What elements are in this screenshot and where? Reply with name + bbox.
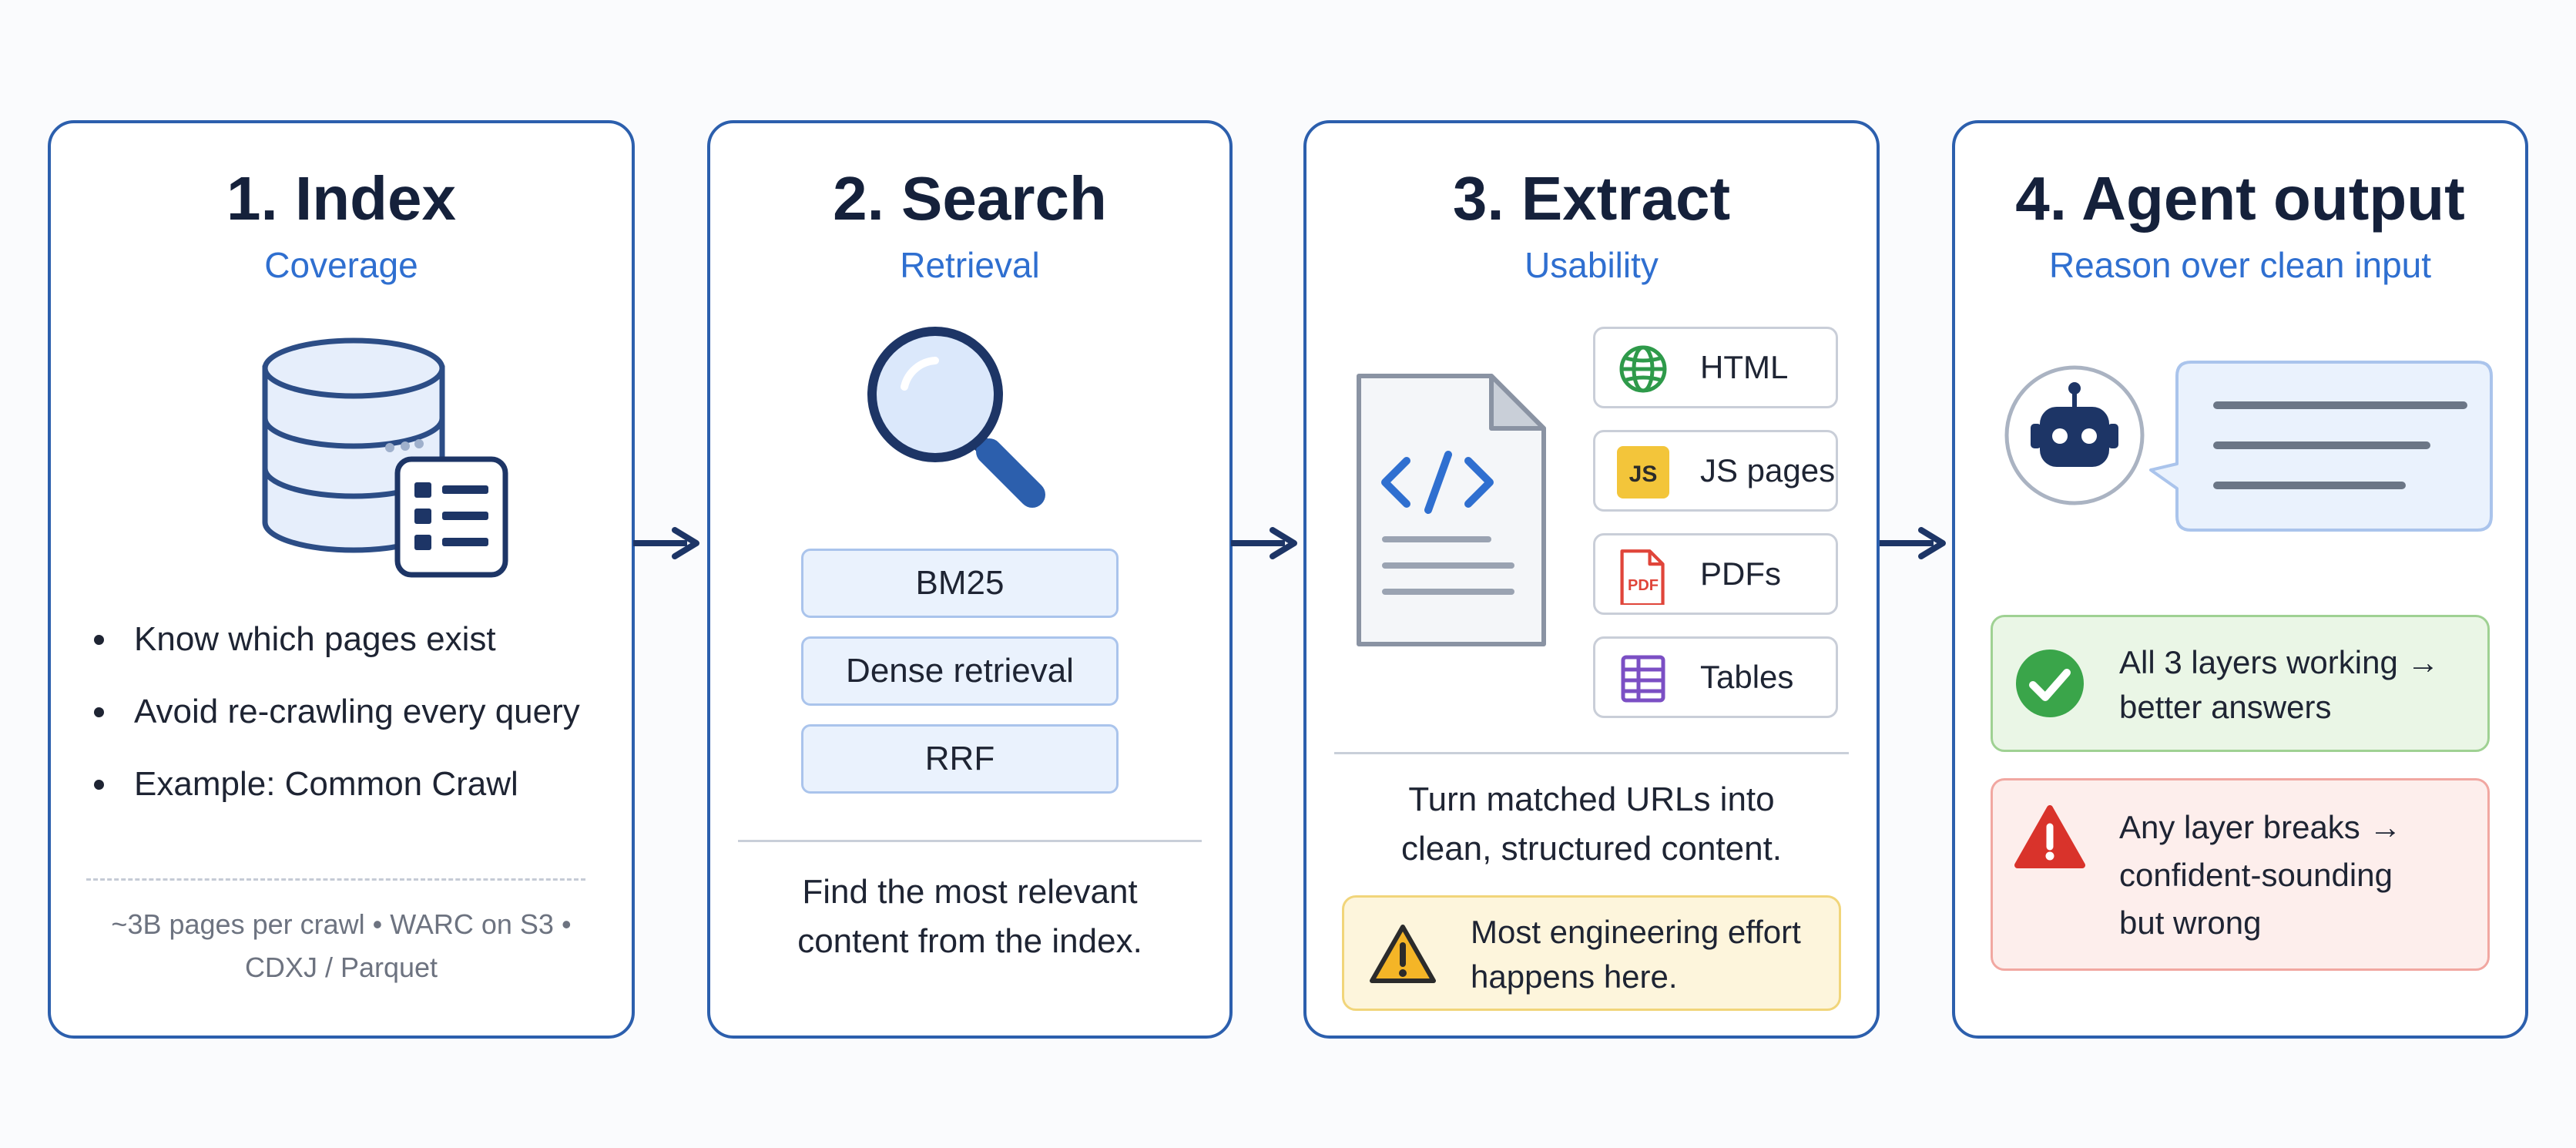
pdf-icon bbox=[1620, 549, 1665, 605]
arrow-right-icon bbox=[1880, 527, 1946, 559]
footnote-line: ~3B pages per crawl • WARC on S3 • bbox=[111, 908, 572, 940]
format-item-pdf: PDF PDFs bbox=[1593, 533, 1838, 615]
success-note: All 3 layers working → better answers bbox=[1991, 615, 2490, 752]
failure-note: Any layer breaks → confident-sounding bu… bbox=[1991, 778, 2490, 971]
footnote: ~3B pages per crawl • WARC on S3 • CDXJ … bbox=[66, 903, 616, 989]
format-label: HTML bbox=[1700, 349, 1789, 385]
format-label: JS pages bbox=[1700, 452, 1836, 488]
stage-caption: Find the most relevant content from the … bbox=[710, 868, 1229, 966]
code-document-icon bbox=[1357, 374, 1546, 646]
js-icon: JS bbox=[1617, 446, 1669, 498]
stage-subtitle: Reason over clean input bbox=[2048, 245, 2432, 285]
magnifier-icon bbox=[867, 327, 1045, 508]
speech-bubble bbox=[2149, 361, 2493, 532]
divider bbox=[1334, 752, 1849, 754]
globe-icon bbox=[1619, 345, 1667, 393]
divider bbox=[86, 878, 585, 881]
stage-subtitle: Retrieval bbox=[900, 245, 1040, 285]
bullet-item: Avoid re-crawling every query bbox=[88, 689, 580, 761]
success-line: All 3 layers working → bbox=[2119, 644, 2440, 680]
format-item-html: HTML bbox=[1593, 327, 1838, 408]
divider bbox=[738, 840, 1202, 842]
caption-line: Turn matched URLs into bbox=[1408, 780, 1775, 818]
warning-note: Most engineering effort happens here. bbox=[1342, 895, 1841, 1011]
stage-title: 2. Search bbox=[833, 164, 1107, 233]
stage-title: 4. Agent output bbox=[2015, 164, 2465, 233]
warning-line: Most engineering effort bbox=[1471, 914, 1801, 950]
failure-line: Any layer breaks → bbox=[2119, 809, 2402, 845]
success-line: better answers bbox=[2119, 689, 2332, 725]
retrieval-method: BM25 bbox=[801, 549, 1119, 618]
stage-subtitle: Coverage bbox=[264, 245, 418, 285]
format-label: PDFs bbox=[1700, 556, 1781, 592]
format-item-tables: Tables bbox=[1593, 636, 1838, 718]
format-label: Tables bbox=[1700, 659, 1794, 695]
pdf-badge-text: PDF bbox=[1628, 577, 1659, 594]
caption-line: content from the index. bbox=[797, 922, 1142, 960]
bullet-item: Example: Common Crawl bbox=[88, 761, 580, 834]
stage-caption: Turn matched URLs into clean, structured… bbox=[1306, 775, 1877, 874]
warning-icon bbox=[1370, 925, 1436, 983]
failure-line: confident-sounding bbox=[2119, 857, 2393, 893]
caption-line: clean, structured content. bbox=[1400, 830, 1783, 868]
failure-line: but wrong bbox=[2119, 905, 2262, 941]
table-icon bbox=[1621, 655, 1665, 703]
arrow-right-icon bbox=[633, 527, 699, 559]
stage-subtitle: Usability bbox=[1524, 245, 1659, 285]
caption-line: Find the most relevant bbox=[802, 873, 1138, 911]
bullet-item: Know which pages exist bbox=[88, 616, 580, 689]
retrieval-method: RRF bbox=[801, 724, 1119, 794]
bullet-list: Know which pages exist Avoid re-crawling… bbox=[88, 616, 580, 834]
retrieval-method: Dense retrieval bbox=[801, 636, 1119, 706]
arrow-right-icon bbox=[1231, 527, 1297, 559]
database-list-icon bbox=[262, 337, 508, 578]
stage-card-agent-output: 4. Agent output Reason over clean input … bbox=[1952, 120, 2528, 1039]
footnote-line: CDXJ / Parquet bbox=[244, 952, 438, 983]
robot-icon bbox=[2004, 365, 2145, 505]
stage-title: 1. Index bbox=[226, 164, 456, 233]
check-circle-icon bbox=[2016, 650, 2084, 717]
stage-title: 3. Extract bbox=[1452, 164, 1731, 233]
stage-card-index: 1. Index Coverage Know which pages exist… bbox=[48, 120, 635, 1039]
stage-card-extract: 3. Extract Usability HTML JS JS pages bbox=[1303, 120, 1880, 1039]
stage-card-search: 2. Search Retrieval BM25 Dense retrieval… bbox=[707, 120, 1233, 1039]
format-item-js: JS JS pages bbox=[1593, 430, 1838, 512]
warning-line: happens here. bbox=[1471, 958, 1678, 995]
error-triangle-icon bbox=[2014, 805, 2085, 868]
